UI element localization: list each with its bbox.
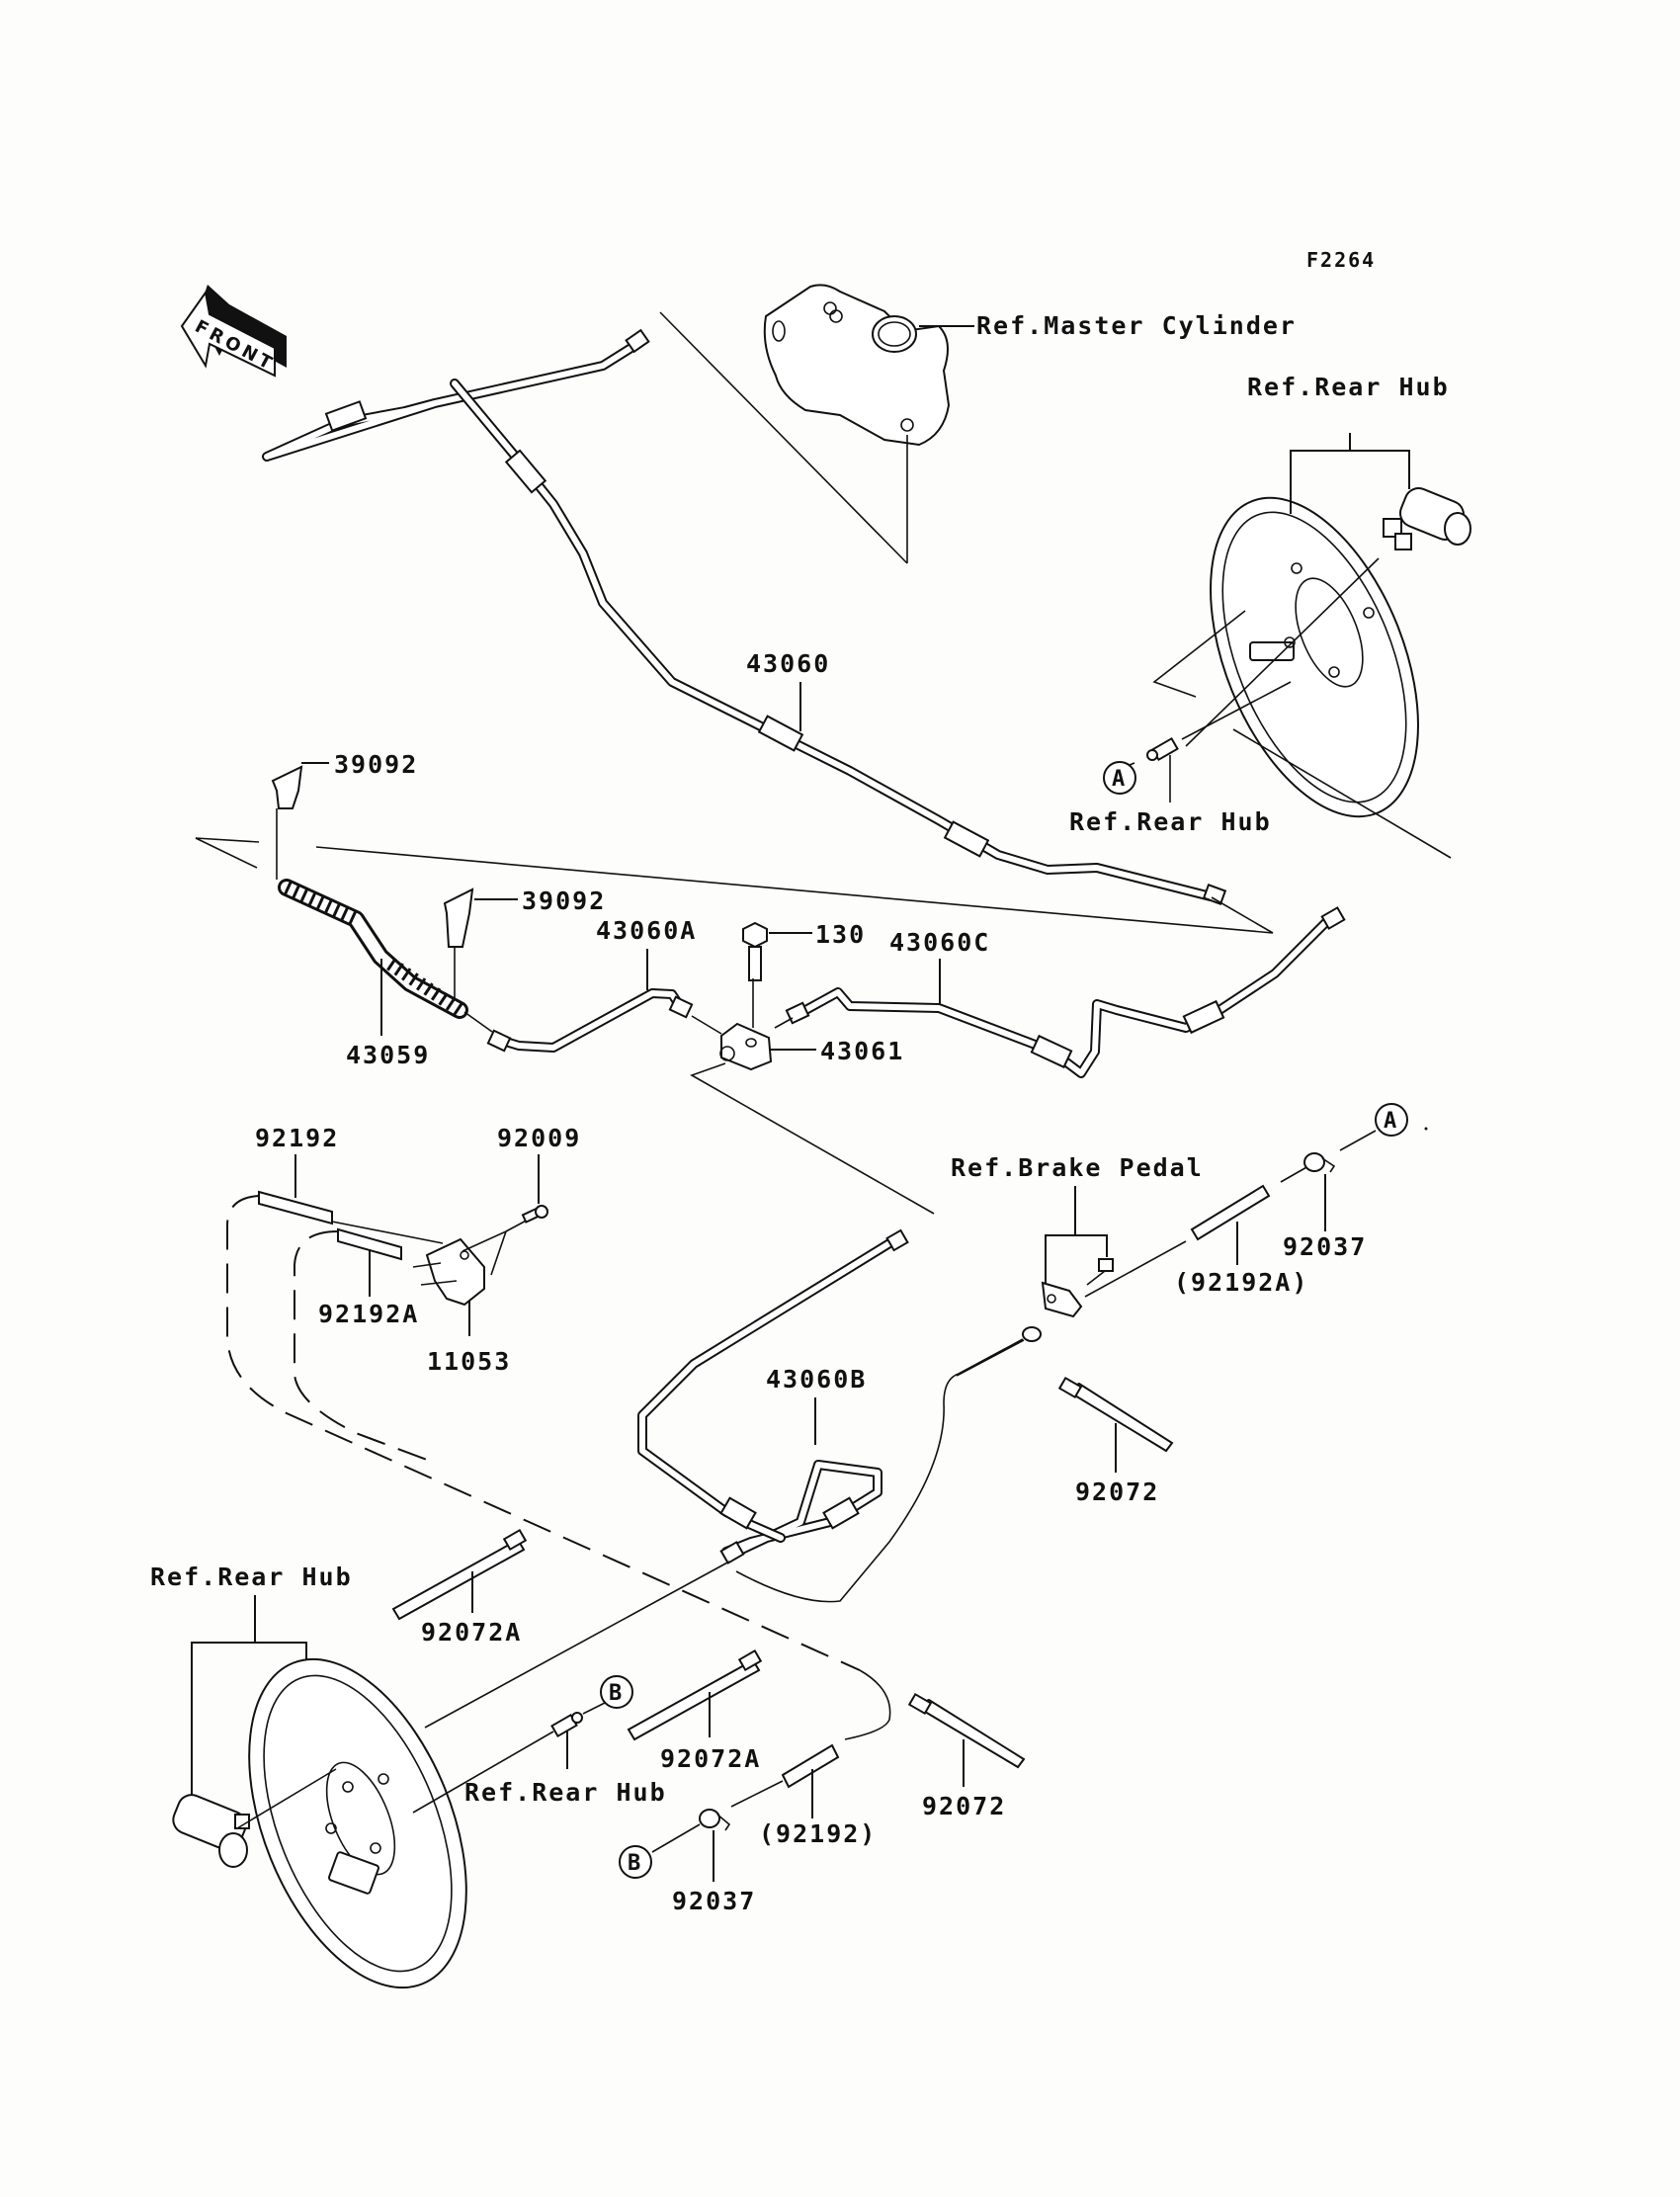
wheel-cylinder-lower[interactable] — [169, 1791, 250, 1868]
clip-39092-lower[interactable] — [443, 887, 474, 948]
ref-brake-pedal-label[interactable]: Ref.Brake Pedal — [951, 1153, 1204, 1182]
part-130-label[interactable]: 130 — [815, 920, 866, 949]
joint-43061[interactable] — [719, 1022, 773, 1071]
ref-rear-hub-bottom-left-label[interactable]: Ref.Rear Hub — [150, 1563, 353, 1591]
part-92192A-paren-label[interactable]: (92192A) — [1174, 1268, 1308, 1297]
part-92072-right-label[interactable]: 92072 — [1075, 1478, 1159, 1506]
callout-a-upper: A — [1103, 761, 1136, 795]
part-11053-label[interactable]: 11053 — [427, 1347, 511, 1376]
part-92072A-left-label[interactable]: 92072A — [421, 1618, 522, 1647]
wire-sleeve-92192-lower[interactable] — [781, 1743, 840, 1789]
part-92037-upper-label[interactable]: 92037 — [1283, 1232, 1367, 1261]
callout-b-upper: B — [600, 1675, 633, 1709]
screw-92009[interactable] — [521, 1205, 548, 1224]
bleeder-valve-a[interactable] — [1146, 736, 1179, 762]
brake-pipe-43060A[interactable] — [486, 988, 694, 1053]
ref-rear-hub-bottom-mid-label[interactable]: Ref.Rear Hub — [464, 1778, 667, 1807]
wheel-cylinder-upper[interactable] — [1383, 484, 1471, 550]
svg-text:B: B — [609, 1681, 622, 1706]
part-39092-lower-label[interactable]: 39092 — [522, 887, 606, 915]
cable-tie-92072-lower[interactable] — [907, 1692, 1026, 1769]
svg-text:B: B — [628, 1851, 640, 1876]
part-92072-lower-label[interactable]: 92072 — [922, 1792, 1006, 1820]
callout-a-lower: A — [1375, 1103, 1408, 1137]
part-39092-upper-label[interactable]: 39092 — [334, 750, 418, 779]
ref-rear-hub-mid-label[interactable]: Ref.Rear Hub — [1069, 807, 1272, 836]
bolt-130[interactable] — [742, 921, 768, 981]
part-92072A-mid-label[interactable]: 92072A — [660, 1744, 761, 1773]
front-arrow-icon: FRONT — [180, 285, 287, 378]
part-43060B-label[interactable]: 43060B — [766, 1365, 867, 1394]
clamp-92037-lower[interactable] — [699, 1809, 731, 1831]
master-cylinder[interactable] — [763, 284, 951, 447]
brake-pipe-43060B[interactable] — [637, 1228, 909, 1564]
part-43061-label[interactable]: 43061 — [820, 1037, 904, 1065]
brake-hose-43059[interactable] — [278, 879, 468, 1019]
figure-code: F2264 — [1306, 248, 1376, 272]
stray-dot — [1424, 1127, 1428, 1131]
part-43059-label[interactable]: 43059 — [346, 1041, 430, 1069]
ref-rear-hub-top-label[interactable]: Ref.Rear Hub — [1247, 373, 1450, 401]
brake-switch-11053[interactable] — [412, 1237, 485, 1307]
clamp-92037-upper[interactable] — [1303, 1152, 1336, 1173]
clip-39092-upper[interactable] — [271, 765, 303, 809]
cable-tie-92072-right[interactable] — [1057, 1376, 1174, 1453]
cable-tie-92072A-mid[interactable] — [627, 1648, 763, 1741]
part-43060A-label[interactable]: 43060A — [596, 916, 697, 945]
cable-tie-92072A-left[interactable] — [391, 1528, 528, 1621]
svg-text:A: A — [1384, 1109, 1396, 1134]
part-92037-lower-label[interactable]: 92037 — [672, 1887, 756, 1915]
wire-sleeve-92192[interactable] — [258, 1190, 333, 1225]
rear-hub-upper-right[interactable] — [1169, 468, 1460, 847]
part-92192-label[interactable]: 92192 — [255, 1124, 339, 1152]
rear-hub-lower-left[interactable] — [206, 1628, 509, 2019]
svg-text:A: A — [1112, 767, 1125, 792]
part-43060C-label[interactable]: 43060C — [889, 928, 990, 957]
callout-b-lower: B — [619, 1845, 652, 1879]
bleeder-valve-b[interactable] — [550, 1712, 583, 1738]
wire-sleeve-92192A-right[interactable] — [1190, 1184, 1271, 1241]
part-92009-label[interactable]: 92009 — [497, 1124, 581, 1152]
brake-pedal-bracket[interactable] — [1022, 1258, 1114, 1342]
part-92192A-label[interactable]: 92192A — [318, 1300, 419, 1328]
wire-sleeve-92192A[interactable] — [337, 1227, 402, 1261]
part-43060-label[interactable]: 43060 — [746, 649, 830, 678]
ref-master-cylinder-label[interactable]: Ref.Master Cylinder — [976, 311, 1297, 340]
part-92192-paren-label[interactable]: (92192) — [759, 1819, 877, 1848]
brake-pipe-43060[interactable] — [262, 328, 1227, 905]
